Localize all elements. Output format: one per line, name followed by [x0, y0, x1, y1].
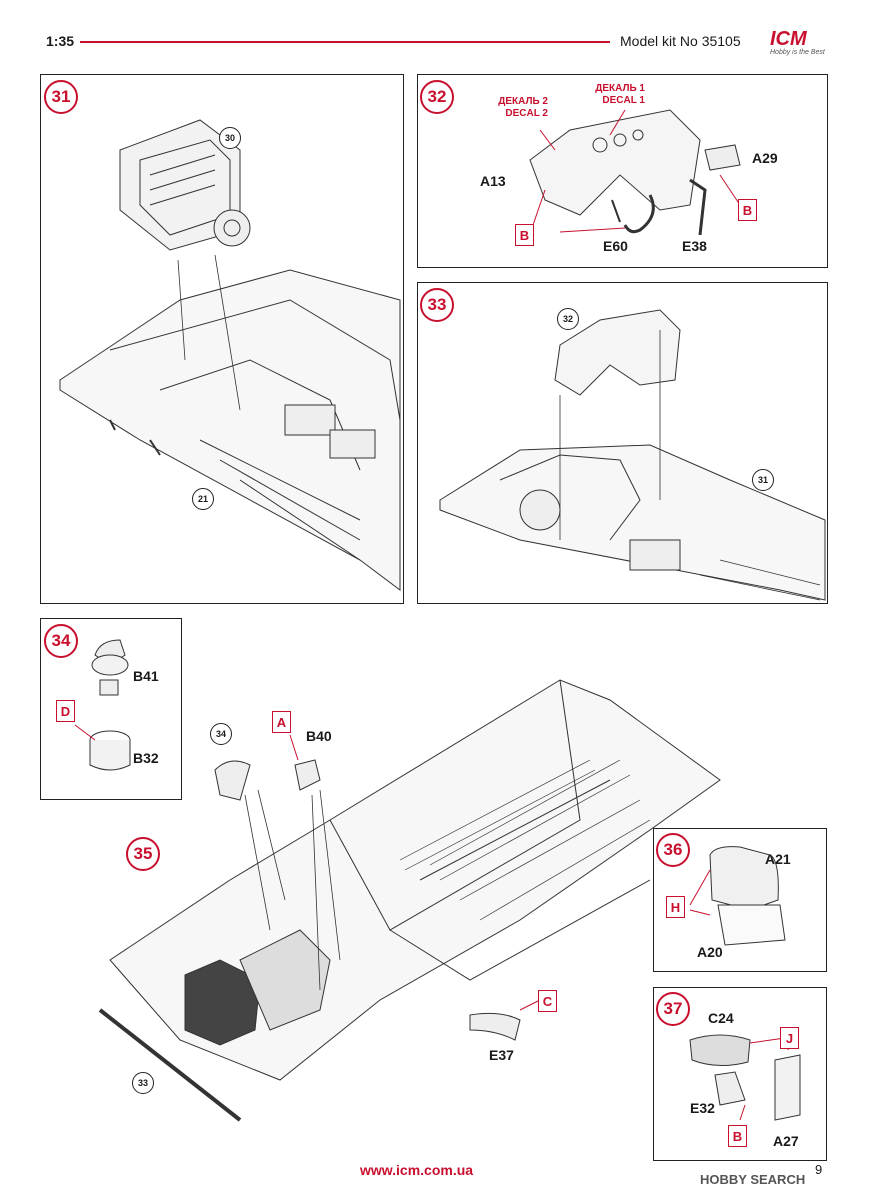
step-36-number: 36 — [656, 833, 690, 867]
seat-drawing-37 — [689, 1034, 801, 1121]
step-31-number: 31 — [44, 80, 78, 114]
part-b32: B32 — [133, 750, 159, 766]
ref-step-21: 21 — [192, 488, 214, 510]
part-e32: E32 — [690, 1100, 715, 1116]
hull-drawing-31 — [59, 254, 401, 591]
color-d: D — [56, 700, 75, 722]
color-b-32a: B — [515, 224, 534, 246]
part-a20: A20 — [697, 944, 723, 960]
kit-number: Model kit No 35105 — [620, 33, 741, 49]
exhaust-drawing-34 — [74, 639, 131, 771]
ref-step-30: 30 — [219, 127, 241, 149]
color-b-32b: B — [738, 199, 757, 221]
engine-drawing-31 — [119, 119, 251, 251]
step-33-number: 33 — [420, 288, 454, 322]
part-a29: A29 — [752, 150, 778, 166]
seat-drawing-36 — [689, 846, 786, 946]
color-h: H — [666, 896, 685, 918]
step-34-number: 34 — [44, 624, 78, 658]
header-rule — [80, 41, 610, 43]
watermark: HOBBY SEARCH — [700, 1172, 806, 1187]
part-a13: A13 — [480, 173, 506, 189]
part-e37: E37 — [489, 1047, 514, 1063]
part-b40: B40 — [306, 728, 332, 744]
step-35-number: 35 — [126, 837, 160, 871]
ref-step-34: 34 — [210, 723, 232, 745]
part-b41: B41 — [133, 668, 159, 684]
part-c24: C24 — [708, 1010, 734, 1026]
step-37-number: 37 — [656, 992, 690, 1026]
hull-drawing-33 — [439, 309, 826, 601]
ref-step-33: 33 — [132, 1072, 154, 1094]
ref-step-32: 32 — [557, 308, 579, 330]
part-e38: E38 — [682, 238, 707, 254]
part-a27: A27 — [773, 1133, 799, 1149]
color-c: C — [538, 990, 557, 1012]
color-a: A — [272, 711, 291, 733]
color-b-37: B — [728, 1125, 747, 1147]
hull-drawing-35 — [98, 679, 721, 1122]
part-a21: A21 — [765, 851, 791, 867]
part-e60: E60 — [603, 238, 628, 254]
ref-step-31: 31 — [752, 469, 774, 491]
color-j: J — [780, 1027, 799, 1049]
scale-label: 1:35 — [46, 33, 75, 49]
step-32-number: 32 — [420, 80, 454, 114]
dashboard-drawing-32 — [529, 109, 741, 236]
page-number: 9 — [815, 1162, 823, 1177]
website-link[interactable]: www.icm.com.ua — [360, 1162, 474, 1178]
